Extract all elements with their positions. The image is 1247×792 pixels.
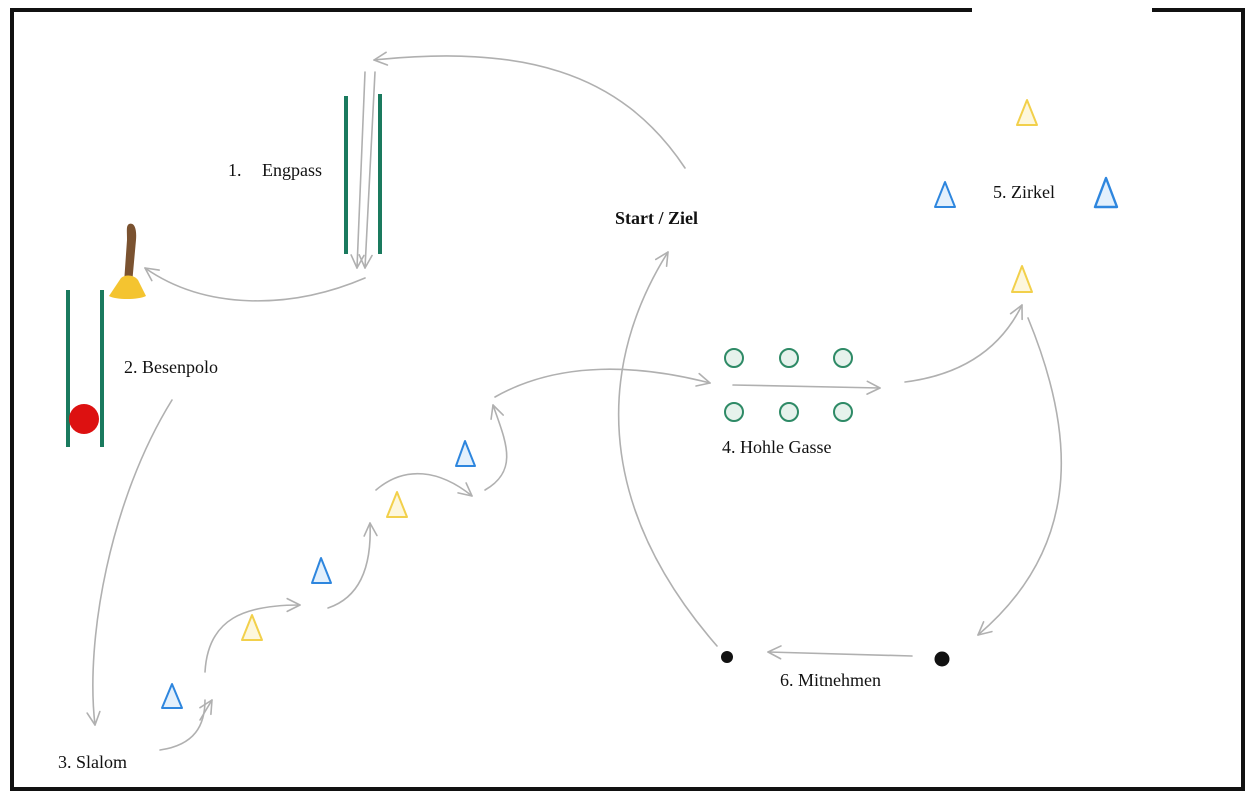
label-engpass: Engpass (262, 160, 322, 180)
cone-icon (455, 440, 476, 467)
circle-marker-icon (724, 348, 744, 368)
circle-marker-icon (724, 402, 744, 422)
label-hohle-gasse: 4. Hohle Gasse (722, 437, 831, 457)
circle-marker-icon (779, 348, 799, 368)
label-zirkel: 5. Zirkel (993, 182, 1055, 202)
cone-icon (161, 683, 183, 709)
arrow-slalom-curve-4 (375, 472, 473, 497)
label-besenpolo: 2. Besenpolo (124, 357, 218, 377)
cone-icon (1011, 265, 1033, 293)
cone-icon (934, 181, 956, 208)
arrow-gasse-to-zirkel (904, 304, 1023, 383)
gasse-markers (724, 348, 853, 422)
cone-icon (241, 614, 263, 641)
arrow-slalom-curve-2 (204, 597, 301, 673)
hall-frame (10, 8, 1245, 791)
broom-icon (109, 223, 146, 299)
cone-icon (1016, 99, 1038, 126)
cone-icon (1093, 176, 1119, 209)
arrow-engpass-down-1 (350, 71, 366, 269)
slalom-cones (161, 440, 476, 709)
arrow-engpass-down-2 (358, 71, 376, 269)
circle-marker-icon (833, 402, 853, 422)
dot-icon (934, 651, 950, 667)
arrow-mitnehmen-to-start (617, 251, 718, 647)
circle-marker-icon (779, 402, 799, 422)
arrow-slalom-to-gasse (494, 368, 711, 398)
zirkel-cones (934, 99, 1119, 293)
circle-marker-icon (833, 348, 853, 368)
arrow-mitnehmen-back (767, 645, 913, 660)
engpass-poles (344, 94, 382, 254)
arrow-besenpolo-to-slalom (86, 399, 173, 726)
label-slalom: 3. Slalom (58, 752, 127, 772)
label-start-ziel: Start / Ziel (615, 208, 698, 228)
dot-icon (721, 651, 733, 663)
arrow-slalom-curve-5 (484, 404, 508, 491)
arrow-through-gasse (732, 380, 881, 395)
cone-icon (311, 557, 332, 584)
besenpolo-poles (66, 290, 104, 447)
mitnehmen-dots (721, 651, 950, 667)
cone-icon (386, 491, 408, 518)
arrow-slalom-curve-3 (327, 522, 378, 609)
course-arrows (86, 51, 1063, 751)
arrow-engpass-to-besenpolo (144, 267, 366, 302)
arrow-zirkel-to-mitnehmen (977, 317, 1063, 636)
ball-icon (69, 404, 99, 434)
label-engpass-number: 1. (228, 160, 242, 180)
label-mitnehmen: 6. Mitnehmen (780, 670, 881, 690)
arrow-slalom-head-1 (199, 699, 213, 721)
arrow-start-to-engpass (373, 51, 686, 169)
